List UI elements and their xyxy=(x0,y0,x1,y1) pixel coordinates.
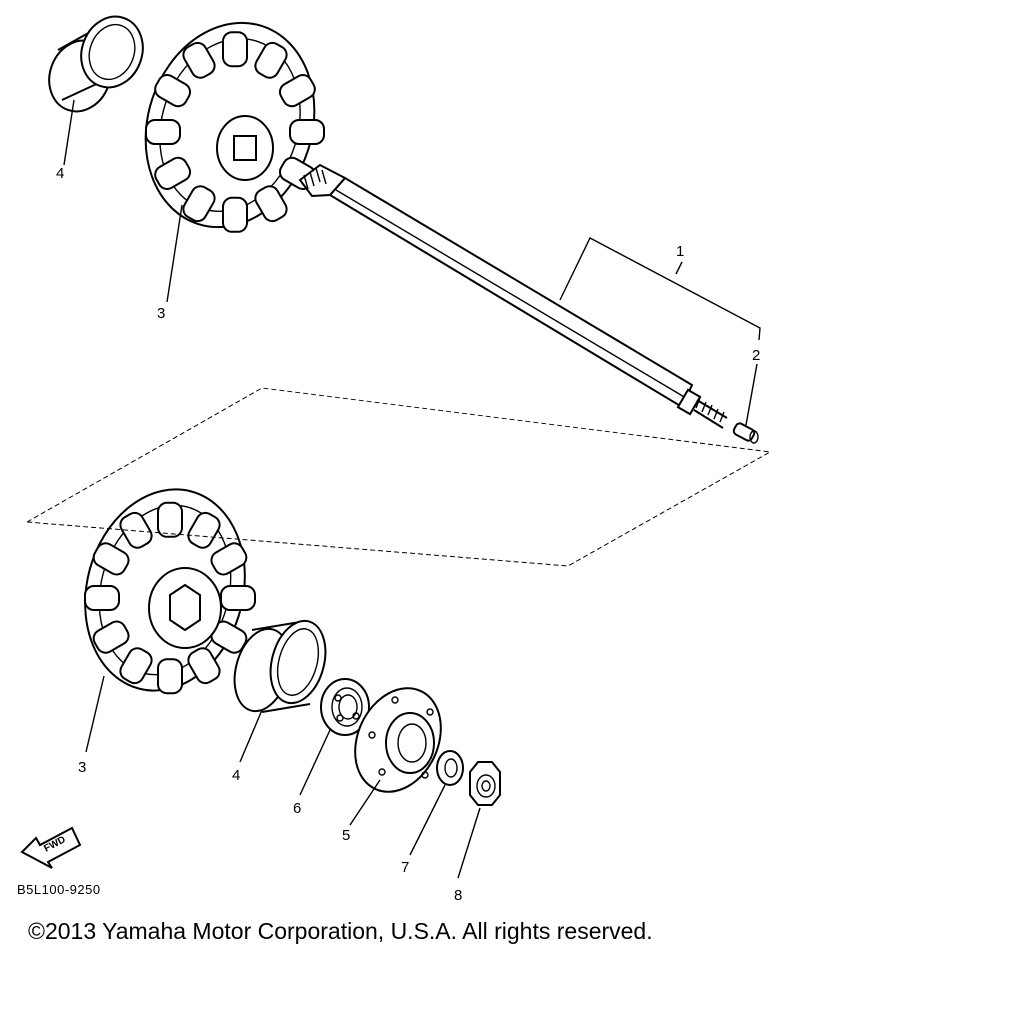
sprocket-tooth xyxy=(182,41,216,79)
callout-5: 5 xyxy=(342,827,350,844)
sprocket-tooth xyxy=(220,585,256,611)
leader-3-bottom xyxy=(85,675,105,753)
sprocket-tooth xyxy=(154,74,192,108)
sprocket-tooth xyxy=(119,511,153,549)
leader-7 xyxy=(409,784,446,856)
part-6-bearing xyxy=(320,678,370,736)
part-4-collar-top xyxy=(48,15,144,113)
sprocket-tooth xyxy=(187,647,221,685)
part-5-flange xyxy=(354,687,442,793)
sprocket-tooth xyxy=(154,156,192,190)
leader-4-bottom xyxy=(239,709,263,763)
part-7-washer xyxy=(436,750,464,786)
sprocket-tooth xyxy=(92,542,130,576)
fwd-arrow-icon: FWD xyxy=(20,826,82,869)
leader-6 xyxy=(299,729,331,796)
sprocket-tooth xyxy=(222,31,248,68)
sprocket-tooth xyxy=(119,647,153,685)
leader-4-top xyxy=(63,99,75,166)
callout-1: 1 xyxy=(676,243,684,260)
diagram-code: B5L100-9250 xyxy=(17,882,101,897)
callout-7: 7 xyxy=(401,859,409,876)
sprocket-tooth xyxy=(157,501,183,538)
sprocket-tooth xyxy=(92,620,130,654)
callout-4-top: 4 xyxy=(56,165,64,182)
callout-3-bottom: 3 xyxy=(78,759,86,776)
leader-5 xyxy=(349,779,381,826)
leader-8 xyxy=(457,807,481,879)
copyright-notice: ©2013 Yamaha Motor Corporation, U.S.A. A… xyxy=(28,918,653,944)
callout-4-bottom: 4 xyxy=(232,767,240,784)
callout-6: 6 xyxy=(293,800,301,817)
leader-3-top xyxy=(166,204,183,303)
part-3-sprocket-top xyxy=(144,21,325,233)
assembly-outline-lower xyxy=(26,387,772,567)
sprocket-tooth xyxy=(254,41,288,79)
sprocket-tooth xyxy=(157,658,183,695)
sprocket-tooth xyxy=(145,119,181,145)
sprocket-tooth xyxy=(182,185,216,223)
sprocket-tooth xyxy=(222,196,248,233)
leader-2 xyxy=(745,363,758,426)
part-4-collar-bottom xyxy=(233,619,327,713)
part-3-sprocket-bottom xyxy=(84,488,256,695)
sprocket-tooth xyxy=(289,119,325,145)
sprocket-tooth xyxy=(210,542,248,576)
callout-2: 2 xyxy=(752,347,760,364)
assembly-bracket-1 xyxy=(559,237,761,341)
sprocket-tooth xyxy=(254,185,288,223)
part-1-shaft xyxy=(298,163,728,429)
part-2-bushing xyxy=(732,422,759,444)
sprocket-tooth xyxy=(278,74,316,108)
callout-8: 8 xyxy=(454,887,462,904)
part-8-nut xyxy=(469,761,501,806)
sprocket-tooth xyxy=(187,511,221,549)
sprocket-tooth xyxy=(84,585,120,611)
callout-3-top: 3 xyxy=(157,305,165,322)
